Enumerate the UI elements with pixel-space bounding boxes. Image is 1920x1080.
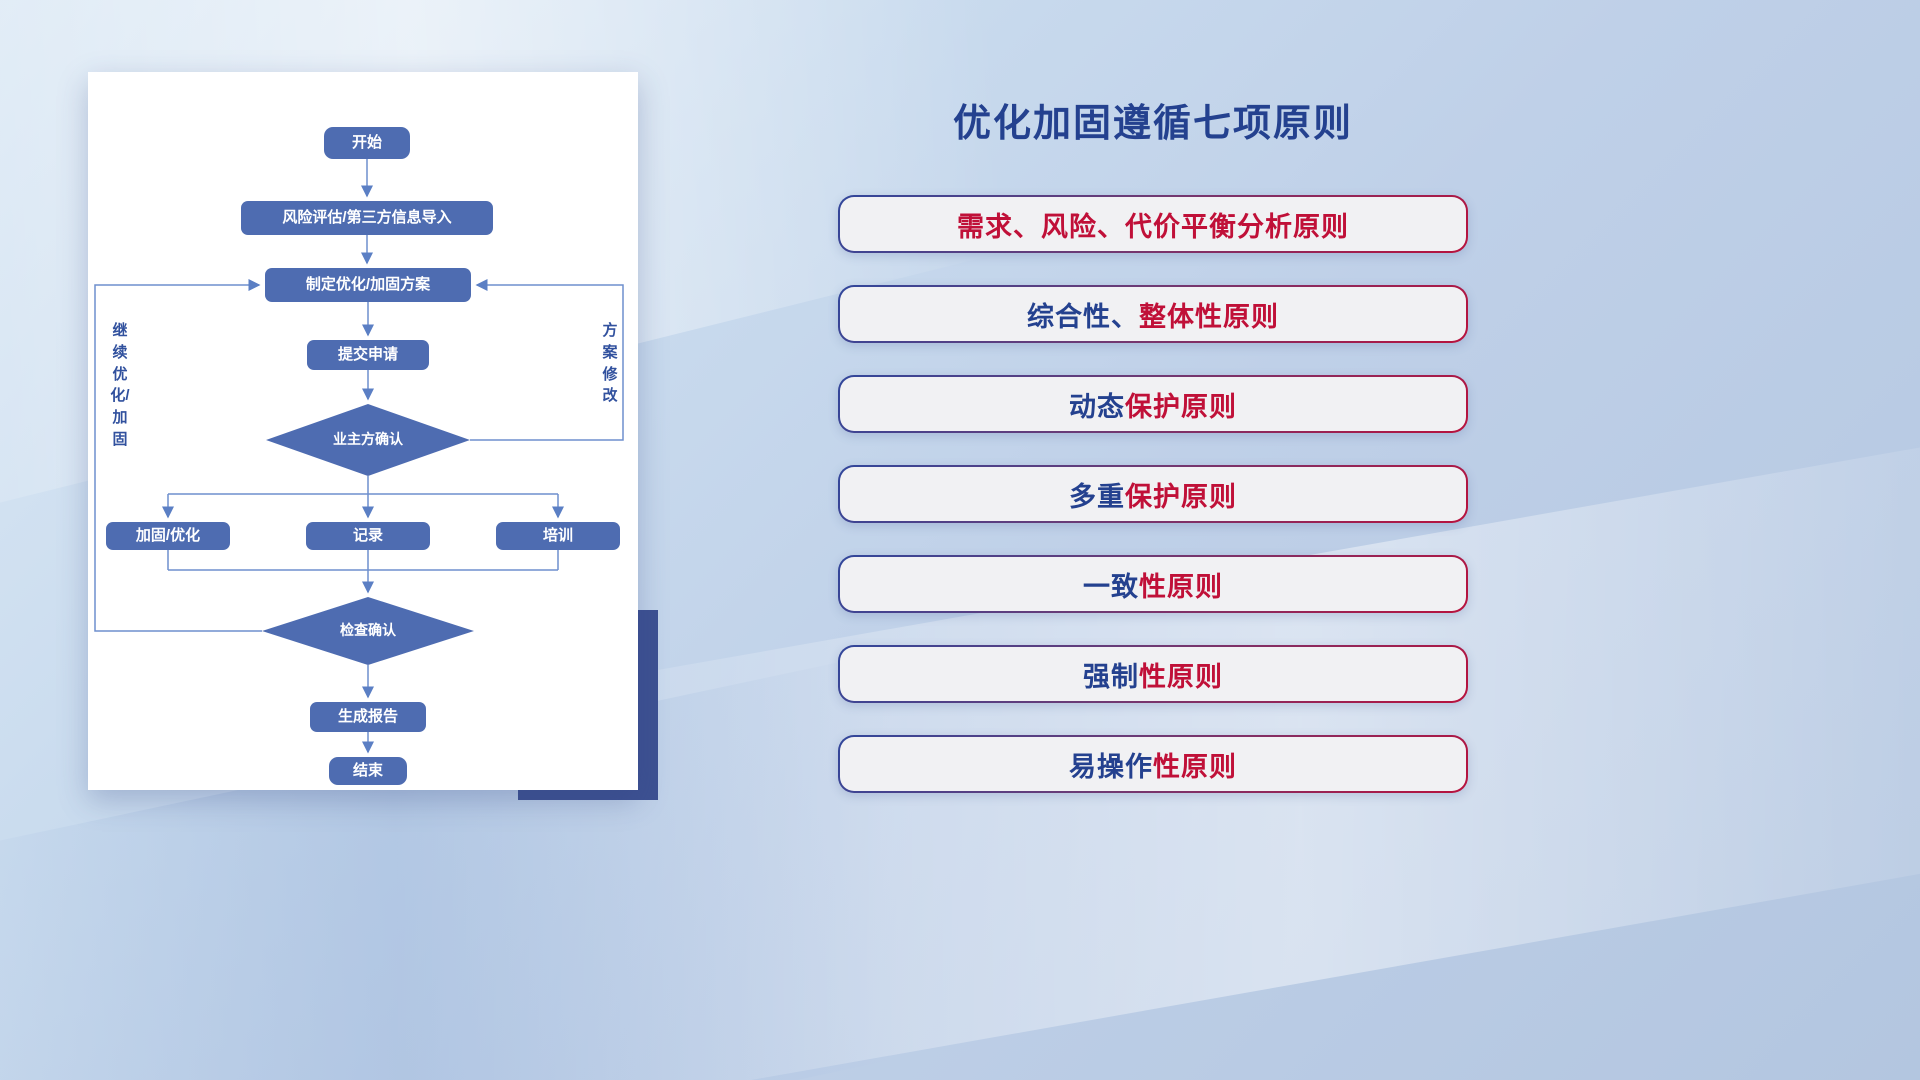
flow-label-continue-optimize: 继续优化/加固 [110, 322, 130, 448]
flow-node-check-confirm: 检查确认 [262, 597, 474, 665]
principle-item-5-body: 一致性原则 [840, 557, 1466, 611]
principle-item-1: 需求、风险、代价平衡分析原则 [838, 195, 1468, 253]
principle-text-prefix: 综合性、 [1027, 301, 1139, 332]
principle-item-1-body: 需求、风险、代价平衡分析原则 [840, 197, 1466, 251]
flow-node-risk-assessment: 风险评估/第三方信息导入 [241, 201, 493, 235]
principle-item-6-body: 强制性原则 [840, 647, 1466, 701]
principle-item-5: 一致性原则 [838, 555, 1468, 613]
principle-text-prefix: 强制 [1083, 661, 1139, 692]
principle-text: 需求、风险、代价平衡分析原则 [957, 211, 1349, 242]
principle-item-7: 易操作性原则 [838, 735, 1468, 793]
principle-item-3: 动态保护原则 [838, 375, 1468, 433]
principle-item-3-body: 动态保护原则 [840, 377, 1466, 431]
flow-node-record: 记录 [306, 522, 430, 550]
flow-node-generate-report: 生成报告 [310, 702, 426, 732]
flow-node-reinforce-optimize: 加固/优化 [106, 522, 230, 550]
flow-label-plan-revision: 方案修改 [602, 322, 618, 405]
flow-node-owner-confirm: 业主方确认 [266, 404, 470, 476]
flow-node-end: 结束 [329, 757, 407, 785]
flow-node-training: 培训 [496, 522, 620, 550]
flow-node-check-confirm-label: 检查确认 [340, 622, 396, 639]
principle-text-prefix: 多重 [1069, 481, 1125, 512]
flow-node-submit-application: 提交申请 [307, 340, 429, 370]
principle-text: 性原则 [1139, 571, 1223, 602]
principle-item-4: 多重保护原则 [838, 465, 1468, 523]
principle-text: 保护原则 [1125, 481, 1237, 512]
principle-text-prefix: 一致 [1083, 571, 1139, 602]
flowchart-card: 开始 风险评估/第三方信息导入 制定优化/加固方案 提交申请 业主方确认 加固/… [88, 72, 638, 790]
flow-node-owner-confirm-label: 业主方确认 [333, 431, 403, 448]
principle-text: 性原则 [1153, 751, 1237, 782]
principle-text: 保护原则 [1125, 391, 1237, 422]
principle-item-6: 强制性原则 [838, 645, 1468, 703]
flow-node-start: 开始 [324, 127, 410, 159]
principle-item-4-body: 多重保护原则 [840, 467, 1466, 521]
flow-node-make-plan: 制定优化/加固方案 [265, 268, 471, 302]
principle-text: 整体性原则 [1139, 301, 1279, 332]
principle-text-prefix: 易操作 [1069, 751, 1153, 782]
principle-item-2-body: 综合性、整体性原则 [840, 287, 1466, 341]
principle-text: 性原则 [1139, 661, 1223, 692]
principle-text-prefix: 动态 [1069, 391, 1125, 422]
principle-item-7-body: 易操作性原则 [840, 737, 1466, 791]
principles-panel: 优化加固遵循七项原则 需求、风险、代价平衡分析原则 综合性、整体性原则 动态保护… [838, 92, 1468, 825]
principle-item-2: 综合性、整体性原则 [838, 285, 1468, 343]
page-title: 优化加固遵循七项原则 [952, 103, 1353, 145]
